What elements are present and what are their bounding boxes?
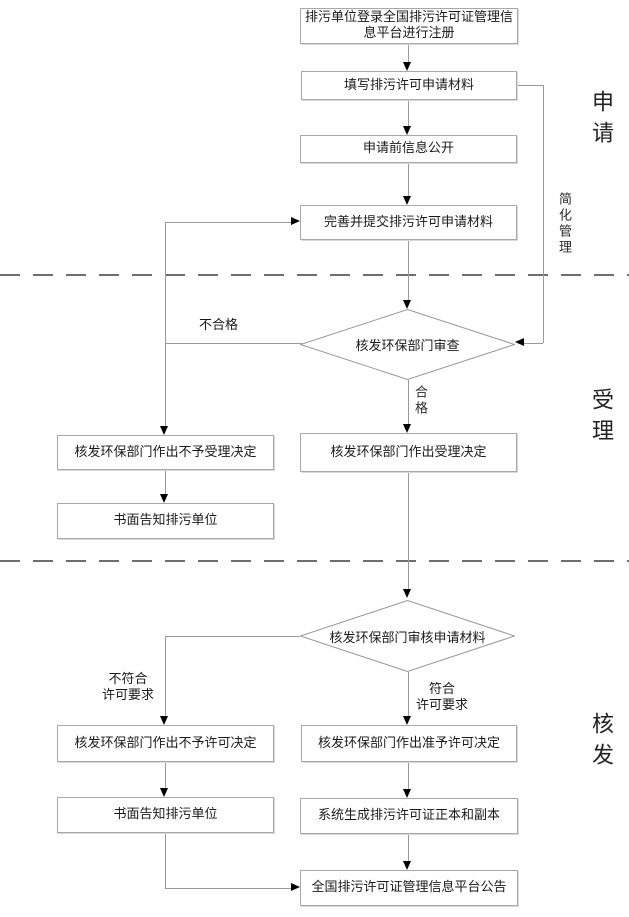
stage-label-apply: 申请 [588,90,613,152]
connector-left-feedback [165,222,166,426]
node-grant-label: 核发环保部门作出准予许可决定 [317,735,500,751]
node-notify-deny: 书面告知排污单位 [57,797,274,833]
arrowhead-into-submit [403,196,411,205]
node-reject-accept-label: 核发环保部门作出不予受理决定 [74,444,257,460]
connector-bypass-bottom [523,343,543,344]
connector-review-accept [408,380,409,424]
stage-label-accept: 受理 [588,388,613,450]
decision-verify-label: 核发环保部门审核申请材料 [329,630,486,646]
connector-submit-review [408,240,409,300]
decision-review: 核发环保部门审查 [300,309,515,380]
edge-label-not-meet-requirements: 不符合 许可要求 [101,672,154,703]
arrowhead-into-submit-left [291,217,300,225]
node-accept-decision-label: 核发环保部门作出受理决定 [330,444,487,460]
arrowhead-into-notify-deny [160,788,168,797]
connector-verify-notmeet [165,636,300,637]
node-notify-reject: 书面告知排污单位 [57,503,274,539]
connector-accept-verify [408,472,409,589]
connector-notify-announce-horizontal [165,888,291,889]
decision-review-shape [300,309,515,380]
node-reject-accept: 核发环保部门作出不予受理决定 [57,435,274,470]
node-disclosure: 申请前信息公开 [300,135,517,163]
arrowhead-into-announce [403,861,411,870]
stage-divider-accept-issue [0,560,629,562]
decision-review-label: 核发环保部门审查 [355,339,460,354]
arrowhead-into-review-right [515,338,524,346]
edge-label-unqualified: 不合格 [199,318,239,333]
connector-fill-disclosure [408,100,409,126]
connector-notmeet-deny [165,636,166,716]
stage-label-issue: 核发 [588,712,613,774]
arrowhead-into-accept [403,424,411,433]
node-deny: 核发环保部门作出不予许可决定 [57,725,274,762]
edge-label-qualified: 合格 [412,385,427,417]
node-fill-label: 填写排污许可申请材料 [343,77,474,93]
node-submit: 完善并提交排污许可申请材料 [300,205,517,240]
connector-notify-announce-vertical [165,833,166,888]
arrowhead-into-rejectaccept [160,426,168,435]
node-disclosure-label: 申请前信息公开 [362,141,454,156]
decision-verify-shape [300,600,515,672]
arrowhead-into-deny [160,716,168,725]
node-register: 排污单位登录全国排污许可证管理信息平台进行注册 [300,8,518,44]
arrowhead-into-disclosure [403,126,411,135]
arrowhead-into-fill [403,62,411,71]
arrowhead-into-review [403,300,411,309]
arrowhead-into-generate [403,789,411,798]
connector-disclosure-submit [408,163,409,196]
node-generate-label: 系统生成排污许可证正本和副本 [317,808,500,823]
edge-label-simplified-management: 简化管理 [556,192,571,256]
connector-bypass-vertical [543,85,544,343]
node-announce: 全国排污许可证管理信息平台公告 [300,870,518,906]
node-notify-reject-label: 书面告知排污单位 [113,513,218,528]
node-generate: 系统生成排污许可证正本和副本 [300,798,518,834]
connector-rejectaccept-notify [165,470,166,494]
arrowhead-into-notify-reject [160,494,168,503]
arrowhead-into-verify [403,589,411,598]
node-register-label: 排污单位登录全国排污许可证管理信息平台进行注册 [305,10,514,41]
node-notify-deny-label: 书面告知排污单位 [113,807,218,822]
node-accept-decision: 核发环保部门作出受理决定 [300,433,517,472]
edge-label-meet-requirements: 符合 许可要求 [415,682,468,713]
node-fill: 填写排污许可申请材料 [301,71,517,100]
connector-grant-generate [408,762,409,789]
connector-bypass-top [517,85,544,86]
connector-generate-announce [408,834,409,861]
node-submit-label: 完善并提交排污许可申请材料 [323,214,493,230]
connector-verify-grant [408,672,409,716]
arrowhead-into-announce-left [291,883,300,891]
node-deny-label: 核发环保部门作出不予许可决定 [74,735,257,751]
stage-divider-apply-accept [0,274,629,276]
connector-resubmit-horizontal [165,222,291,223]
arrowhead-into-grant [403,716,411,725]
node-announce-label: 全国排污许可证管理信息平台公告 [311,880,507,895]
connector-register-fill [408,44,409,62]
connector-deny-notify [165,762,166,788]
decision-verify: 核发环保部门审核申请材料 [300,600,515,672]
node-grant: 核发环保部门作出准予许可决定 [301,725,517,762]
connector-review-unqualified [165,343,302,344]
